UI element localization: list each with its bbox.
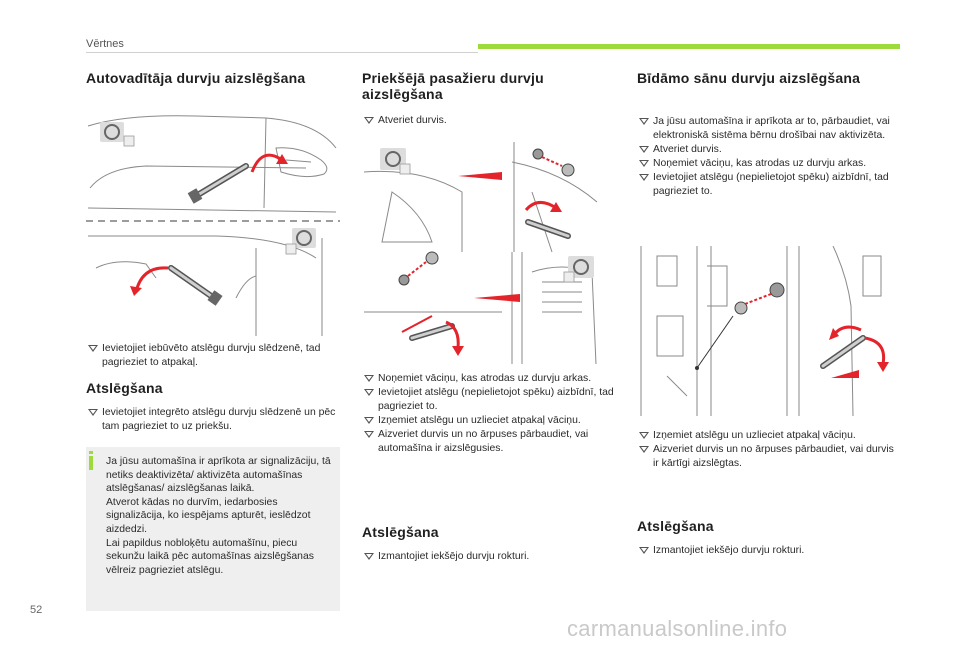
list-item: Ievietojiet iebūvēto atslēgu durvju slēd…: [86, 342, 344, 370]
col2-bullets: Noņemiet vāciņu, kas atrodas uz durvju a…: [362, 372, 620, 456]
list-item: Izņemiet atslēgu un uzlieciet atpakaļ vā…: [362, 414, 620, 428]
col2-subtitle: Atslēgšana: [362, 524, 439, 540]
info-icon: [89, 451, 93, 454]
sliding-door-illustration: [640, 246, 889, 416]
col3-sub-bullets: Izmantojiet iekšējo durvju rokturi.: [637, 544, 899, 558]
col1-bullets: Ievietojiet iebūvēto atslēgu durvju slēd…: [86, 342, 344, 370]
list-item: Noņemiet vāciņu, kas atrodas uz durvju a…: [362, 372, 620, 386]
list-item: Izmantojiet iekšējo durvju rokturi.: [637, 544, 899, 558]
list-item: Izmantojiet iekšējo durvju rokturi.: [362, 550, 620, 564]
header-rule: [86, 52, 478, 53]
watermark: carmanualsonline.info: [567, 616, 788, 641]
col1-subtitle: Atslēgšana: [86, 380, 163, 396]
col1-sub-bullets: Ievietojiet integrēto atslēgu durvju slē…: [86, 406, 344, 434]
list-item: Noņemiet vāciņu, kas atrodas uz durvju a…: [637, 157, 899, 171]
list-item: Ja jūsu automašīna ir aprīkota ar to, pā…: [637, 115, 899, 143]
list-item: Atveriet durvis.: [637, 143, 899, 157]
col3-bullets-after: Izņemiet atslēgu un uzlieciet atpakaļ vā…: [637, 429, 899, 471]
page-number: 52: [30, 604, 43, 616]
col2-title: Priekšējā pasažieru durvju aizslēgšana: [362, 70, 544, 102]
col3-subtitle: Atslēgšana: [637, 518, 714, 534]
list-item: Aizveriet durvis un no ārpuses pārbaudie…: [362, 428, 620, 456]
list-item: Ievietojiet atslēgu (nepielietojot spēku…: [637, 171, 899, 199]
driver-door-illustration: [86, 115, 340, 336]
list-item: Izņemiet atslēgu un uzlieciet atpakaļ vā…: [637, 429, 899, 443]
passenger-door-illustration: [363, 142, 598, 364]
steering-wheel-icon: [100, 122, 316, 255]
list-item: Aizveriet durvis un no ārpuses pārbaudie…: [637, 443, 899, 471]
section-label: Vērtnes: [86, 38, 124, 50]
col2-bullets-top: Atveriet durvis.: [362, 114, 620, 128]
info-icon-bar: [89, 456, 93, 470]
col1-title: Autovadītāja durvju aizslēgšana: [86, 70, 306, 86]
info-box: Ja jūsu automašīna ir aprīkota ar signal…: [86, 447, 340, 611]
col3-title: Bīdāmo sānu durvju aizslēgšana: [637, 70, 861, 86]
header-accent-bar: [478, 44, 900, 49]
list-item: Atveriet durvis.: [362, 114, 620, 128]
list-item: Ievietojiet atslēgu (nepielietojot spēku…: [362, 386, 620, 414]
list-item: Ievietojiet integrēto atslēgu durvju slē…: [86, 406, 344, 434]
key-icon: [187, 163, 249, 204]
col3-bullets: Ja jūsu automašīna ir aprīkota ar to, pā…: [637, 115, 899, 199]
info-text: Ja jūsu automašīna ir aprīkota ar signal…: [106, 456, 331, 576]
col2-sub-bullets: Izmantojiet iekšējo durvju rokturi.: [362, 550, 620, 564]
